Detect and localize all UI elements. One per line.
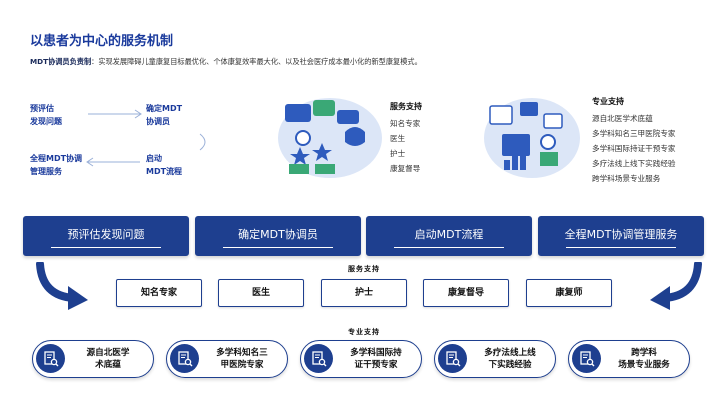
professional-support-item: 多学科知名三甲医院专家: [592, 129, 676, 138]
service-therapist: 康复师: [526, 279, 612, 307]
step-full-management: 全程MDT协调管理服务: [538, 216, 704, 256]
professional-support-item: 跨学科场景专业服务: [592, 174, 661, 183]
page-subtitle: MDT协调员负责制：实现发展障碍儿童康复目标最优化、个体康复效率最大化、以及社会…: [30, 57, 422, 67]
pill-hospital-experts: 多学科知名三甲医院专家: [166, 340, 288, 378]
pill-cross-discipline: 跨学科场景专业服务: [568, 340, 690, 378]
flow-confirm-coordinator: 确定MDT 协调员: [146, 104, 183, 126]
professional-section-label: 专业支持: [348, 328, 380, 336]
certificate-search-icon: [438, 344, 467, 373]
expert-illustration: [484, 98, 580, 178]
service-nurse: 护士: [321, 279, 407, 307]
team-illustration: [278, 98, 382, 178]
page-title: 以患者为中心的服务机制: [30, 34, 174, 49]
pill-practice-experience: 多疗法线上线下实践经验: [434, 340, 556, 378]
service-support-item: 康复督导: [390, 164, 421, 173]
right-curved-arrow: [650, 262, 702, 310]
service-famous-expert: 知名专家: [116, 279, 202, 307]
professional-support-heading: 专业支持: [592, 97, 624, 106]
subtitle-strong: MDT协调员负责制: [30, 57, 92, 66]
certificate-search-icon: [36, 344, 65, 373]
professional-support-item: 源自北医学术底蕴: [592, 114, 653, 123]
service-support-heading: 服务支持: [390, 102, 422, 111]
step-confirm-coordinator: 确定MDT协调员: [195, 216, 361, 256]
step-start-mdt: 启动MDT流程: [366, 216, 532, 256]
flow-cycle-arrows: [86, 109, 206, 167]
subtitle-rest: ：实现发展障碍儿童康复目标最优化、个体康复效率最大化、以及社会医疗成本最小化的新…: [91, 57, 422, 66]
service-support-item: 护士: [390, 149, 406, 158]
certificate-search-icon: [170, 344, 199, 373]
certificate-search-icon: [304, 344, 333, 373]
services-section-label: 服务支持: [348, 265, 380, 273]
left-curved-arrow: [36, 262, 88, 310]
flow-start-mdt: 启动 MDT流程: [146, 154, 183, 176]
service-support-item: 知名专家: [390, 119, 421, 128]
professional-support-item: 多疗法线上线下实践经验: [592, 159, 676, 168]
certificate-search-icon: [572, 344, 601, 373]
professional-support-item: 多学科国际持证干预专家: [592, 144, 676, 153]
step-preassess: 预评估发现问题: [23, 216, 189, 256]
service-rehab-supervisor: 康复督导: [423, 279, 509, 307]
service-doctor: 医生: [218, 279, 304, 307]
flow-full-management: 全程MDT协调 管理服务: [30, 154, 83, 176]
pill-international-experts: 多学科国际持证干预专家: [300, 340, 422, 378]
flow-preassess: 预评估 发现问题: [30, 104, 62, 126]
service-support-item: 医生: [390, 134, 406, 143]
pill-academic-heritage: 源自北医学术底蕴: [32, 340, 154, 378]
